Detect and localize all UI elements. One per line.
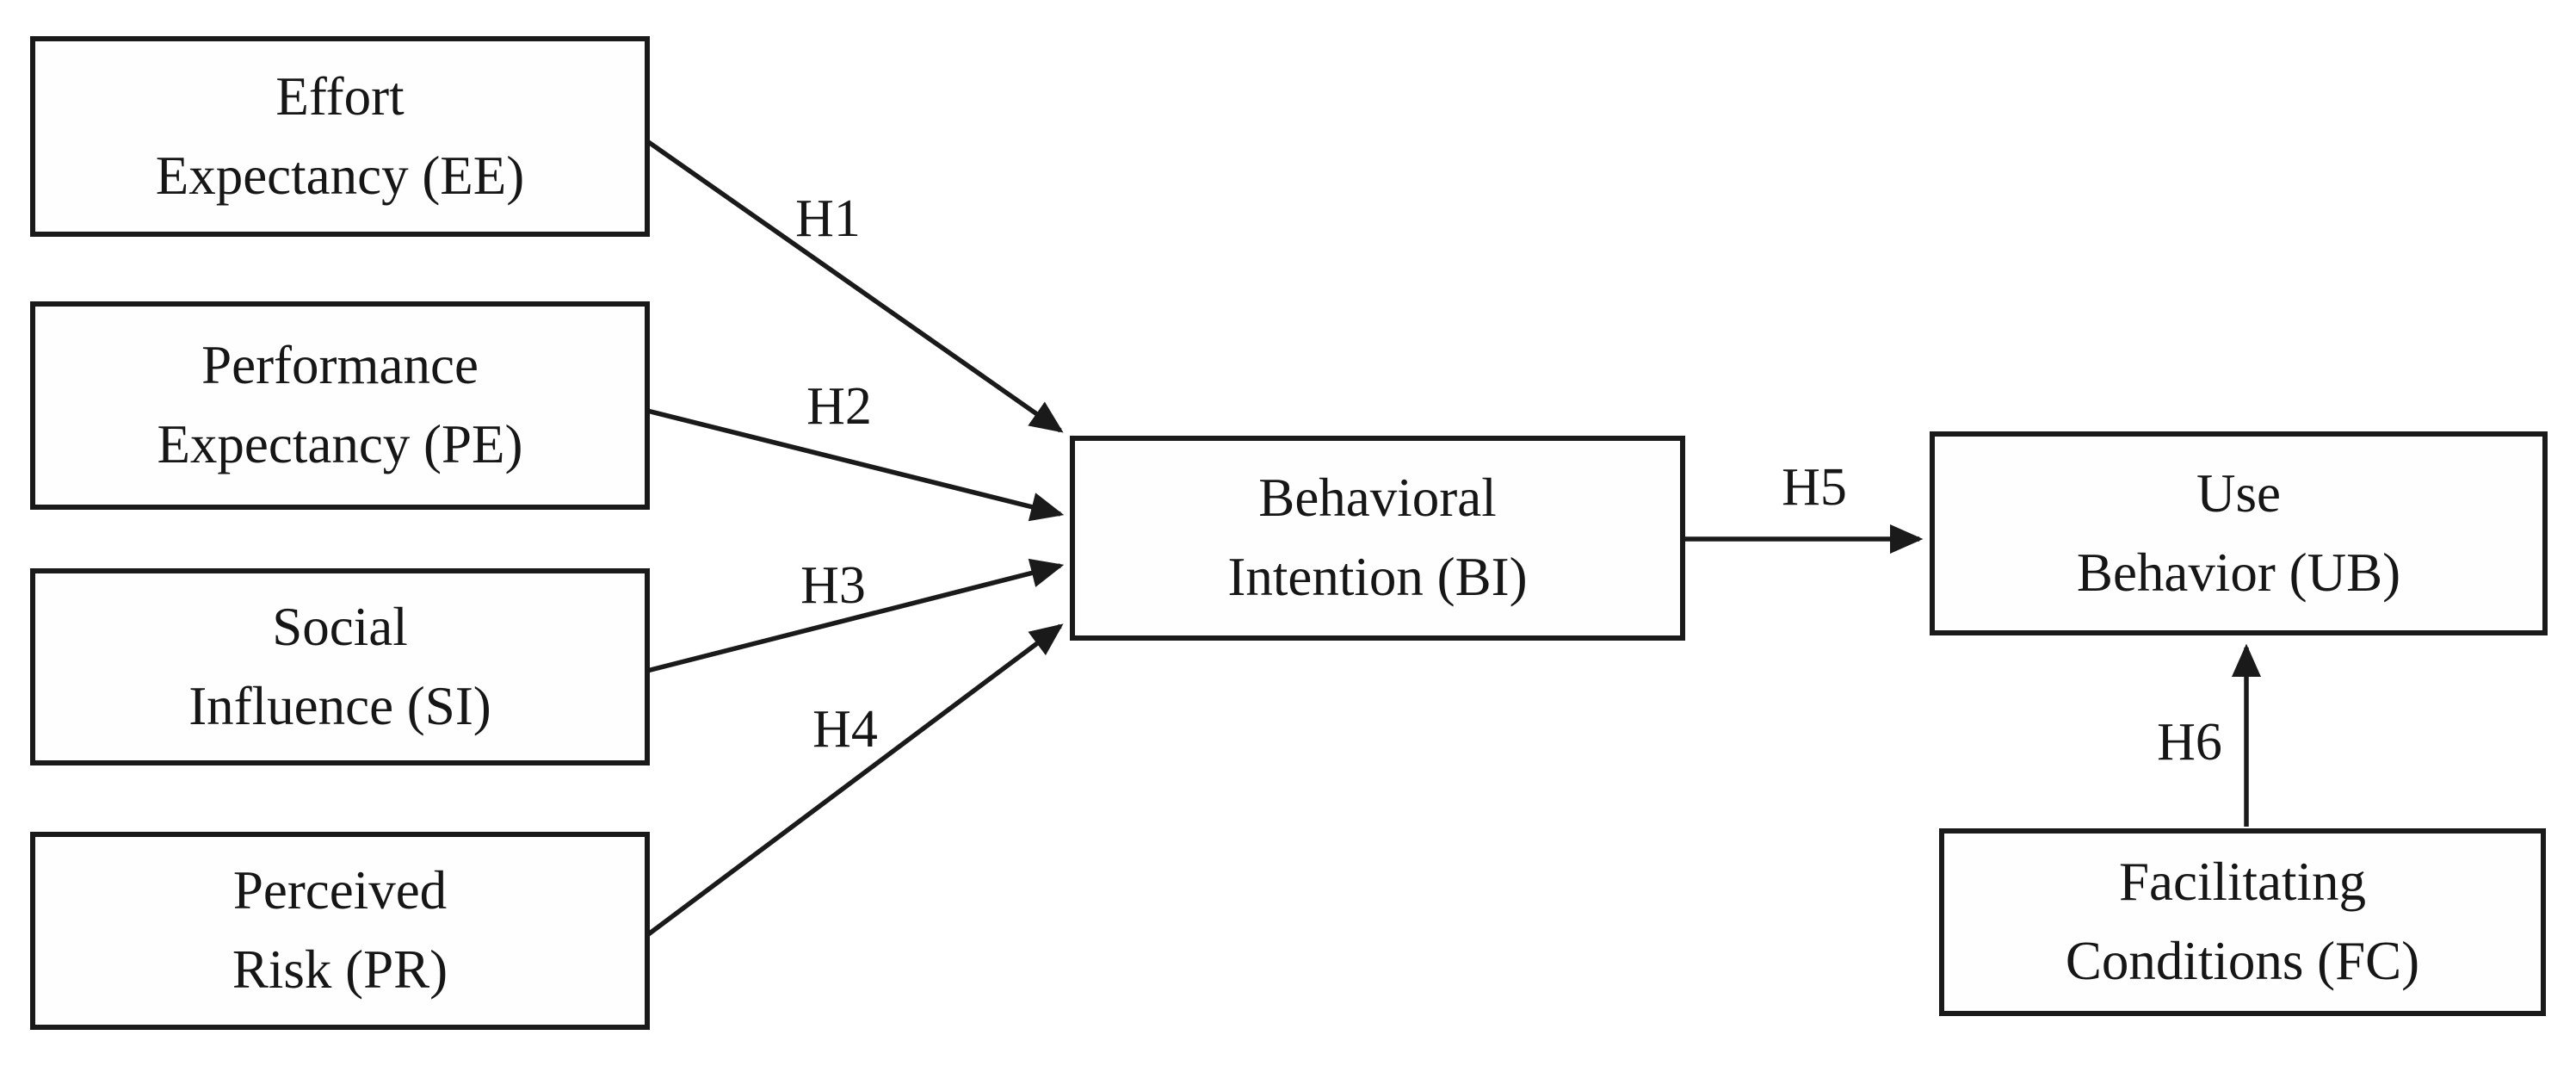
hypothesis-label-h4: H4 — [812, 700, 878, 759]
hypothesis-label-h5: H5 — [1782, 458, 1847, 517]
node-facilitating-conditions: Facilitating Conditions (FC) — [1939, 828, 2546, 1016]
node-label-line: Social — [272, 596, 408, 657]
node-label-line: Influence (SI) — [188, 675, 491, 736]
node-label-line: Facilitating — [2119, 852, 2366, 913]
node-performance-expectancy: Performance Expectancy (PE) — [30, 301, 650, 510]
node-effort-expectancy: Effort Expectancy (EE) — [30, 36, 650, 237]
node-social-influence: Social Influence (SI) — [30, 568, 650, 765]
node-label-line: Effort — [275, 65, 405, 127]
node-label-line: Expectancy (PE) — [157, 414, 523, 474]
node-label-line: Risk (PR) — [232, 939, 448, 1000]
node-label-line: Perceived — [232, 860, 448, 921]
node-label-line: Expectancy (EE) — [155, 145, 525, 206]
hypothesis-label-h1: H1 — [795, 189, 861, 248]
node-label-line: Conditions (FC) — [2065, 931, 2420, 991]
node-label-line: Use — [2196, 462, 2281, 524]
hypothesis-label-h3: H3 — [800, 556, 866, 615]
node-label-line: Performance — [201, 335, 479, 396]
arrow-h4-pr-to-bi — [646, 623, 1064, 938]
node-label-line: Behavioral — [1258, 468, 1497, 529]
node-use-behavior: Use Behavior (UB) — [1930, 431, 2548, 635]
node-behavioral-intention: Behavioral Intention (BI) — [1070, 436, 1685, 641]
hypothesis-label-h2: H2 — [806, 377, 872, 436]
node-label-line: Intention (BI) — [1227, 547, 1528, 607]
hypothesis-label-h6: H6 — [2157, 713, 2222, 772]
node-label-line: Behavior (UB) — [2076, 542, 2401, 603]
node-perceived-risk: Perceived Risk (PR) — [30, 832, 650, 1030]
